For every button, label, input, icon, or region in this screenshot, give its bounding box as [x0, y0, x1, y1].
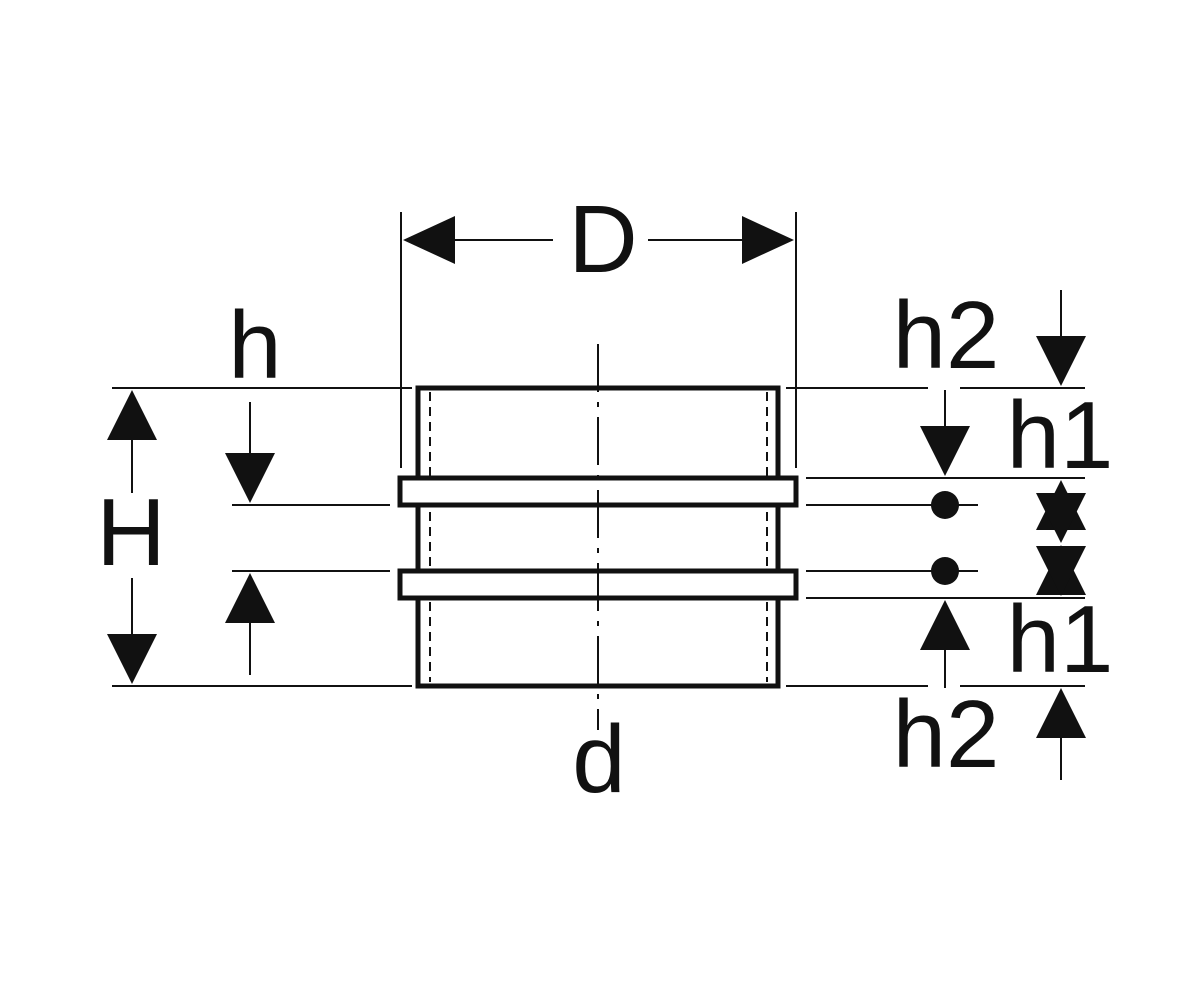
- ring-arrow-down-2: [1036, 546, 1086, 596]
- ring-marker-dot-top: [931, 491, 959, 519]
- h1-bottom-dimension: h1: [920, 586, 1113, 693]
- h1-top-arrow: [920, 426, 970, 476]
- H-arrow-down: [107, 634, 157, 684]
- outer-diameter-dimension: D: [403, 186, 794, 293]
- label-h2-bottom: h2: [893, 681, 1000, 788]
- ring-spacing-dimension: [1036, 480, 1086, 596]
- h-arrow-down: [225, 453, 275, 503]
- ring-marker-dot-bottom: [931, 557, 959, 585]
- d-arrow-left: [403, 216, 455, 264]
- d-arrow-right: [742, 216, 794, 264]
- h2-top-dimension: h2: [893, 282, 1086, 389]
- label-h2-top: h2: [893, 282, 1000, 389]
- h1-bottom-arrow: [920, 600, 970, 650]
- label-h: h: [228, 292, 281, 399]
- h-arrow-up: [225, 573, 275, 623]
- h1-top-dimension: h1: [920, 382, 1113, 489]
- socket-depth-dimension: h: [225, 292, 282, 675]
- h2-bottom-dimension: h2: [893, 681, 1086, 788]
- h2-top-arrow: [1036, 336, 1086, 386]
- H-arrow-up: [107, 390, 157, 440]
- label-h1-top: h1: [1007, 382, 1114, 489]
- h2-bottom-arrow: [1036, 688, 1086, 738]
- label-D: D: [568, 186, 637, 293]
- overall-height-dimension: H: [96, 390, 166, 684]
- label-d: d: [572, 706, 625, 813]
- label-h1-bottom: h1: [1007, 586, 1114, 693]
- d-extension-lines: [400, 212, 797, 468]
- ring-arrow-down-1: [1036, 493, 1086, 543]
- label-H: H: [96, 479, 165, 586]
